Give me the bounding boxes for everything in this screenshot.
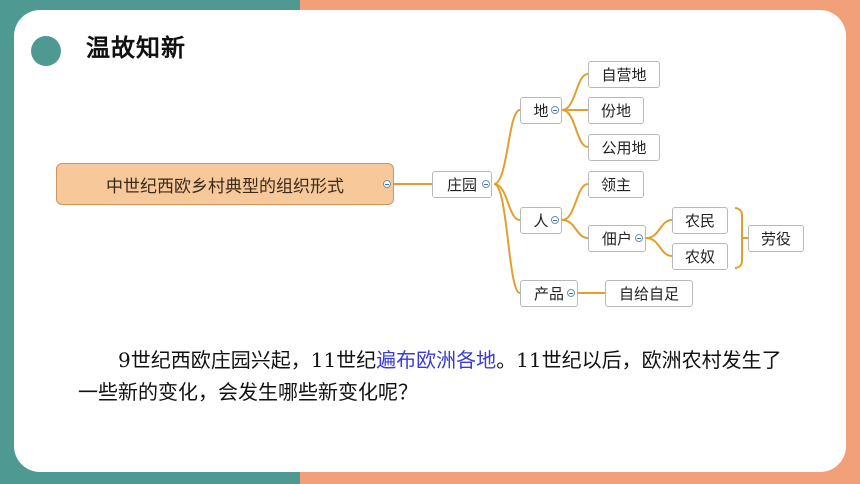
paragraph-text-1: 9世纪西欧庄园兴起，11世纪 [118, 348, 377, 372]
mindmap-branch-node[interactable]: 地 [520, 97, 562, 124]
paragraph-highlight: 遍布欧洲各地 [376, 348, 497, 372]
background-teal-edge [250, 0, 300, 10]
mindmap-root-label: 中世纪西欧乡村典型的组织形式 [106, 176, 344, 197]
collapse-toggle-icon[interactable] [635, 234, 643, 242]
mindmap-leaf-node[interactable]: 农奴 [672, 243, 728, 270]
collapse-toggle-icon[interactable] [567, 289, 575, 297]
mindmap-leaf-node[interactable]: 自给自足 [605, 280, 693, 307]
mindmap-root-node[interactable]: 中世纪西欧乡村典型的组织形式 [56, 163, 394, 205]
intro-paragraph: 9世纪西欧庄园兴起，11世纪遍布欧洲各地。11世纪以后，欧洲农村发生了一些新的变… [78, 344, 798, 408]
mindmap-leaf-node[interactable]: 份地 [588, 97, 644, 124]
paragraph-text-2: 。11世纪以后，欧洲农村发生了一些新的变化，会发生哪些新变化呢？ [78, 348, 782, 404]
group-bracket [735, 207, 743, 269]
mindmap-summary-node[interactable]: 劳役 [748, 225, 804, 252]
slide-title: 温故知新 [86, 34, 186, 62]
collapse-toggle-icon[interactable] [551, 106, 559, 114]
mindmap-leaf-node[interactable]: 领主 [588, 171, 644, 198]
content-card [14, 10, 846, 472]
mindmap-leaf-node[interactable]: 公用地 [588, 134, 660, 161]
collapse-toggle-icon[interactable] [551, 216, 559, 224]
title-bullet-icon [31, 36, 61, 66]
mindmap-leaf-node[interactable]: 自营地 [588, 61, 660, 88]
mindmap-leaf-node[interactable]: 农民 [672, 207, 728, 234]
collapse-toggle-icon[interactable] [482, 180, 490, 188]
collapse-toggle-icon[interactable] [383, 180, 391, 188]
